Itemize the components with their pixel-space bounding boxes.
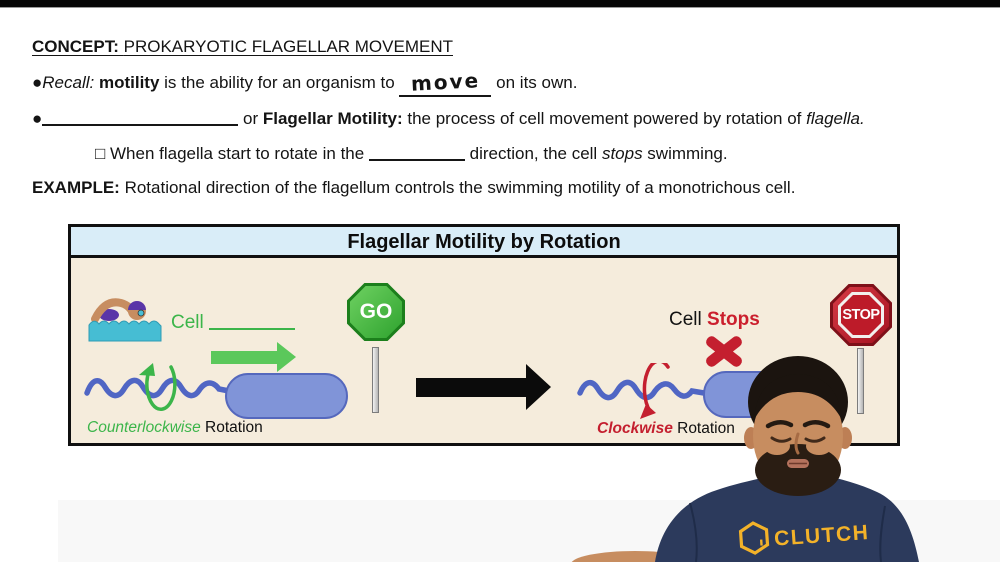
top-letterbox-bar bbox=[0, 0, 1000, 8]
diagram-title: Flagellar Motility by Rotation bbox=[71, 227, 897, 258]
fill-in-blank bbox=[42, 109, 239, 126]
concept-title: PROKARYOTIC FLAGELLAR MOVEMENT bbox=[123, 37, 453, 56]
cell-swims-label: Cell bbox=[171, 312, 296, 334]
sub-point-line: □ When flagella start to rotate in the d… bbox=[95, 144, 728, 163]
handwritten-answer: move bbox=[410, 68, 481, 96]
clockwise-flagellum bbox=[577, 363, 707, 419]
counterclockwise-caption: Counterlockwise Rotation bbox=[87, 419, 263, 436]
stop-sign-label: STOP bbox=[841, 295, 881, 335]
counterclockwise-flagellum bbox=[84, 363, 232, 411]
recall-line: ●Recall: motility is the ability for an … bbox=[32, 68, 578, 97]
transition-arrow-head-icon bbox=[526, 364, 551, 410]
cell-stops-label: Cell Stops bbox=[669, 309, 760, 330]
square-bullet-icon: □ bbox=[95, 144, 110, 163]
presenter-head bbox=[744, 356, 852, 496]
concept-heading: CONCEPT: PROKARYOTIC FLAGELLAR MOVEMENT bbox=[32, 36, 453, 57]
clockwise-rotation-arrow-icon bbox=[642, 363, 670, 413]
flagellar-motility-line: ● or Flagellar Motility: the process of … bbox=[32, 109, 865, 128]
clockwise-caption: Clockwise Rotation bbox=[597, 420, 735, 437]
concept-label: CONCEPT: bbox=[32, 37, 124, 56]
counterclockwise-rotation-arrow-icon bbox=[145, 365, 177, 411]
transition-arrow-icon bbox=[416, 378, 526, 397]
fill-in-blank bbox=[209, 314, 296, 330]
bullet-icon: ● bbox=[32, 109, 43, 128]
presenter-shirt bbox=[655, 474, 919, 562]
stop-sign: STOP bbox=[830, 284, 892, 350]
fill-in-blank: move bbox=[399, 68, 492, 97]
forward-arrow-icon bbox=[211, 351, 277, 364]
go-sign: GO bbox=[347, 283, 405, 349]
stop-sign-post bbox=[857, 348, 864, 414]
cell-body-left bbox=[225, 373, 348, 419]
fill-in-blank bbox=[368, 144, 465, 161]
go-sign-label: GO bbox=[350, 286, 402, 338]
bullet-icon: ● bbox=[32, 73, 43, 92]
flagellar-motility-diagram: Flagellar Motility by Rotation Cell GO C… bbox=[68, 224, 900, 446]
example-line: EXAMPLE: Rotational direction of the fla… bbox=[32, 178, 796, 197]
presenter-webcam-cutout: CLUTCH bbox=[571, 356, 919, 562]
forward-arrow-head-icon bbox=[277, 342, 296, 372]
swimmer-icon bbox=[88, 298, 162, 342]
go-sign-post bbox=[372, 347, 379, 413]
